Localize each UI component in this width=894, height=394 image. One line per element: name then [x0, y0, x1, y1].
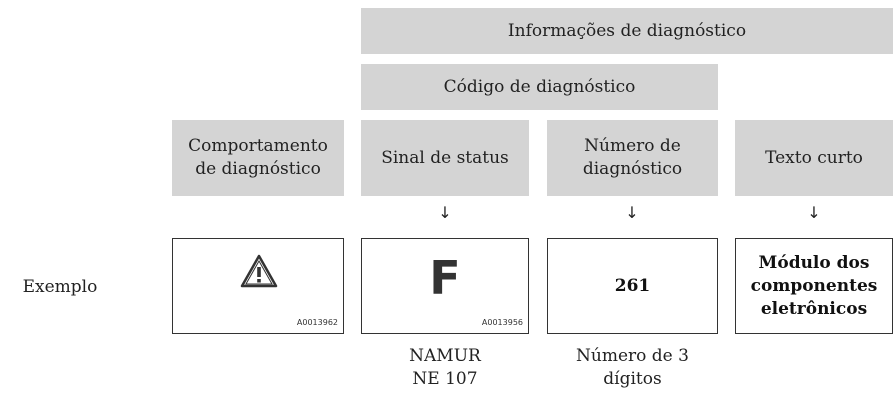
- image-code: A0013956: [481, 318, 523, 327]
- example-label-text: Exemplo: [22, 276, 98, 297]
- diagnostic-info-label: Informações de diagnóstico: [507, 20, 747, 41]
- text-example-box: Módulo dos componentes eletrônicos: [735, 238, 893, 334]
- status-example-box: F A0013956: [361, 238, 529, 334]
- status-note: NAMUR NE 107: [361, 344, 529, 392]
- column-status-header: Sinal de status: [361, 120, 529, 196]
- status-letter: F: [429, 251, 461, 305]
- column-status-label: Sinal de status: [381, 147, 509, 168]
- diagnostic-code-header: Código de diagnóstico: [361, 64, 718, 110]
- example-label: Exemplo: [0, 272, 120, 302]
- short-text-value: Módulo dos componentes eletrônicos: [750, 252, 878, 319]
- warning-triangle-icon: [240, 254, 278, 288]
- behavior-example-box: A0013962: [172, 238, 344, 334]
- arrow-down-icon: ↓: [438, 203, 452, 222]
- diagnostic-info-header: Informações de diagnóstico: [361, 8, 893, 54]
- number-note-text: Número de 3 dígitos: [576, 346, 689, 389]
- arrow-down-icon: ↓: [625, 203, 639, 222]
- diagnostic-number-value: 261: [614, 275, 651, 296]
- number-note: Número de 3 dígitos: [547, 344, 718, 392]
- arrow-down-icon: ↓: [807, 203, 821, 222]
- column-text-label: Texto curto: [765, 147, 863, 168]
- column-text-header: Texto curto: [735, 120, 893, 196]
- column-number-header: Número de diagnóstico: [547, 120, 718, 196]
- number-example-box: 261: [547, 238, 718, 334]
- diagnostic-code-label: Código de diagnóstico: [443, 76, 636, 97]
- column-number-label: Número de diagnóstico: [582, 136, 683, 179]
- column-behavior-header: Comportamento de diagnóstico: [172, 120, 344, 196]
- image-code: A0013962: [296, 318, 338, 327]
- status-note-text: NAMUR NE 107: [409, 346, 481, 389]
- column-behavior-label: Comportamento de diagnóstico: [188, 136, 328, 179]
